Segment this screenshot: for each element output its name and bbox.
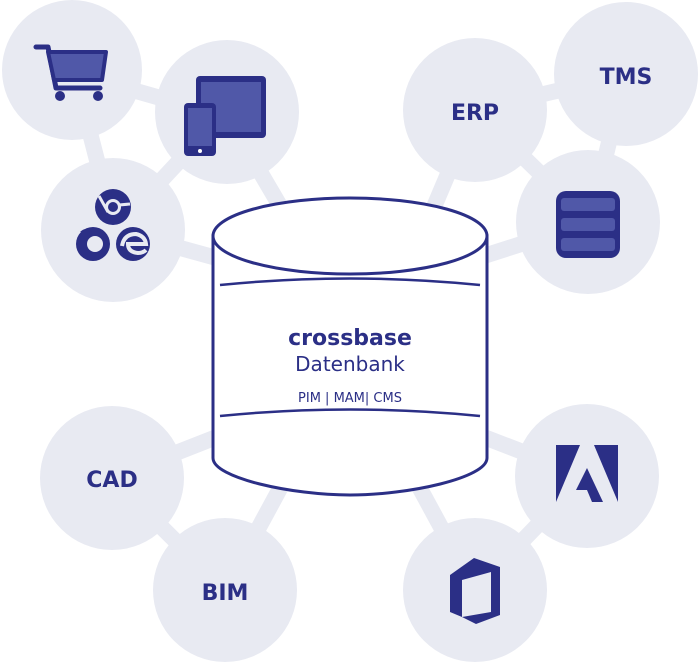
node-cad: [40, 406, 184, 550]
adobe-icon: [556, 445, 618, 502]
database-title: crossbase: [288, 326, 412, 351]
devices-icon: [184, 76, 266, 156]
node-tms: [554, 2, 698, 146]
office-icon: [450, 558, 500, 624]
cylinder-lower-band: [219, 408, 481, 418]
erp-label: ERP: [451, 101, 499, 126]
cad-label: CAD: [86, 468, 137, 493]
bim-label: BIM: [202, 581, 249, 606]
database-tags: PIM | MAM| CMS: [298, 391, 402, 406]
firefox-icon: [76, 227, 110, 261]
database-cylinder: crossbase Datenbank PIM | MAM| CMS: [211, 196, 489, 497]
browsers-icon: [76, 189, 150, 261]
cylinder-top: [211, 196, 489, 276]
node-office: [403, 518, 547, 662]
node-bim: [153, 518, 297, 662]
cylinder-upper-band: [219, 277, 481, 287]
cylinder-body: [211, 234, 489, 497]
tms-label: TMS: [600, 65, 653, 90]
node-browsers: [41, 158, 185, 302]
chrome-icon: [95, 189, 131, 225]
shopping-cart-icon: [33, 44, 108, 101]
database-icon: [556, 191, 620, 258]
database-subtitle: Datenbank: [295, 352, 405, 376]
edge-icon: [116, 227, 150, 261]
node-erp: [403, 38, 547, 182]
